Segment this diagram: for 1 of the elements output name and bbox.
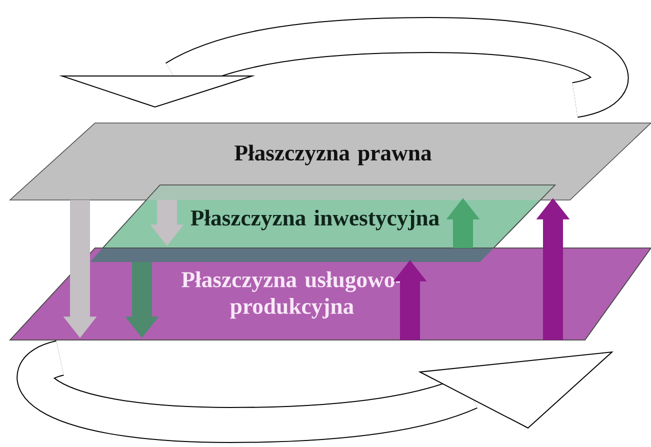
node-label: Płaszczyzna inwestycyjna <box>190 210 440 230</box>
